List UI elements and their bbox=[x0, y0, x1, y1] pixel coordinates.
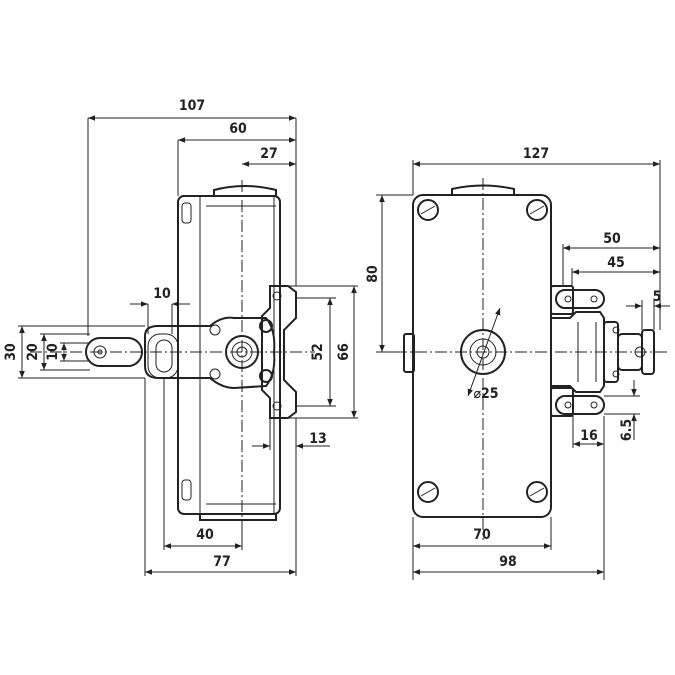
dim-50: 50 bbox=[603, 231, 621, 247]
dim-70: 70 bbox=[473, 527, 491, 543]
dim-66: 66 bbox=[336, 343, 352, 361]
front-screw-tr bbox=[526, 199, 548, 221]
dim-45: 45 bbox=[607, 255, 625, 271]
dim-10-left: 10 bbox=[45, 343, 61, 361]
side-bracket bbox=[261, 285, 297, 419]
dim-diameter-25: ⌀25 bbox=[473, 386, 498, 402]
dim-13: 13 bbox=[309, 431, 327, 447]
side-view: 107 60 27 10 30 20 10 52 66 bbox=[3, 98, 358, 576]
side-top-cap bbox=[213, 185, 277, 196]
dim-10-top: 10 bbox=[153, 286, 171, 302]
side-body bbox=[177, 195, 281, 515]
front-screw-bl bbox=[417, 481, 439, 503]
dim-60: 60 bbox=[229, 121, 247, 137]
dim-77: 77 bbox=[213, 554, 231, 570]
dim-16: 16 bbox=[580, 428, 598, 444]
dim-98: 98 bbox=[499, 554, 517, 570]
front-view: 127 80 50 45 5 ⌀25 16 6.5 bbox=[365, 146, 670, 580]
front-body bbox=[412, 194, 552, 518]
dim-30: 30 bbox=[3, 343, 19, 361]
dim-20: 20 bbox=[25, 343, 41, 361]
dim-80: 80 bbox=[365, 265, 381, 283]
front-screw-tl bbox=[417, 199, 439, 221]
dim-127: 127 bbox=[523, 146, 549, 162]
dim-6-5: 6.5 bbox=[619, 419, 635, 441]
front-screw-br bbox=[526, 481, 548, 503]
dim-107: 107 bbox=[179, 98, 205, 114]
dim-52: 52 bbox=[310, 343, 326, 361]
dim-5: 5 bbox=[653, 289, 662, 305]
dim-40: 40 bbox=[196, 527, 214, 543]
dim-27: 27 bbox=[260, 146, 278, 162]
front-mechanism bbox=[550, 311, 605, 393]
side-lever-arm bbox=[144, 316, 276, 390]
